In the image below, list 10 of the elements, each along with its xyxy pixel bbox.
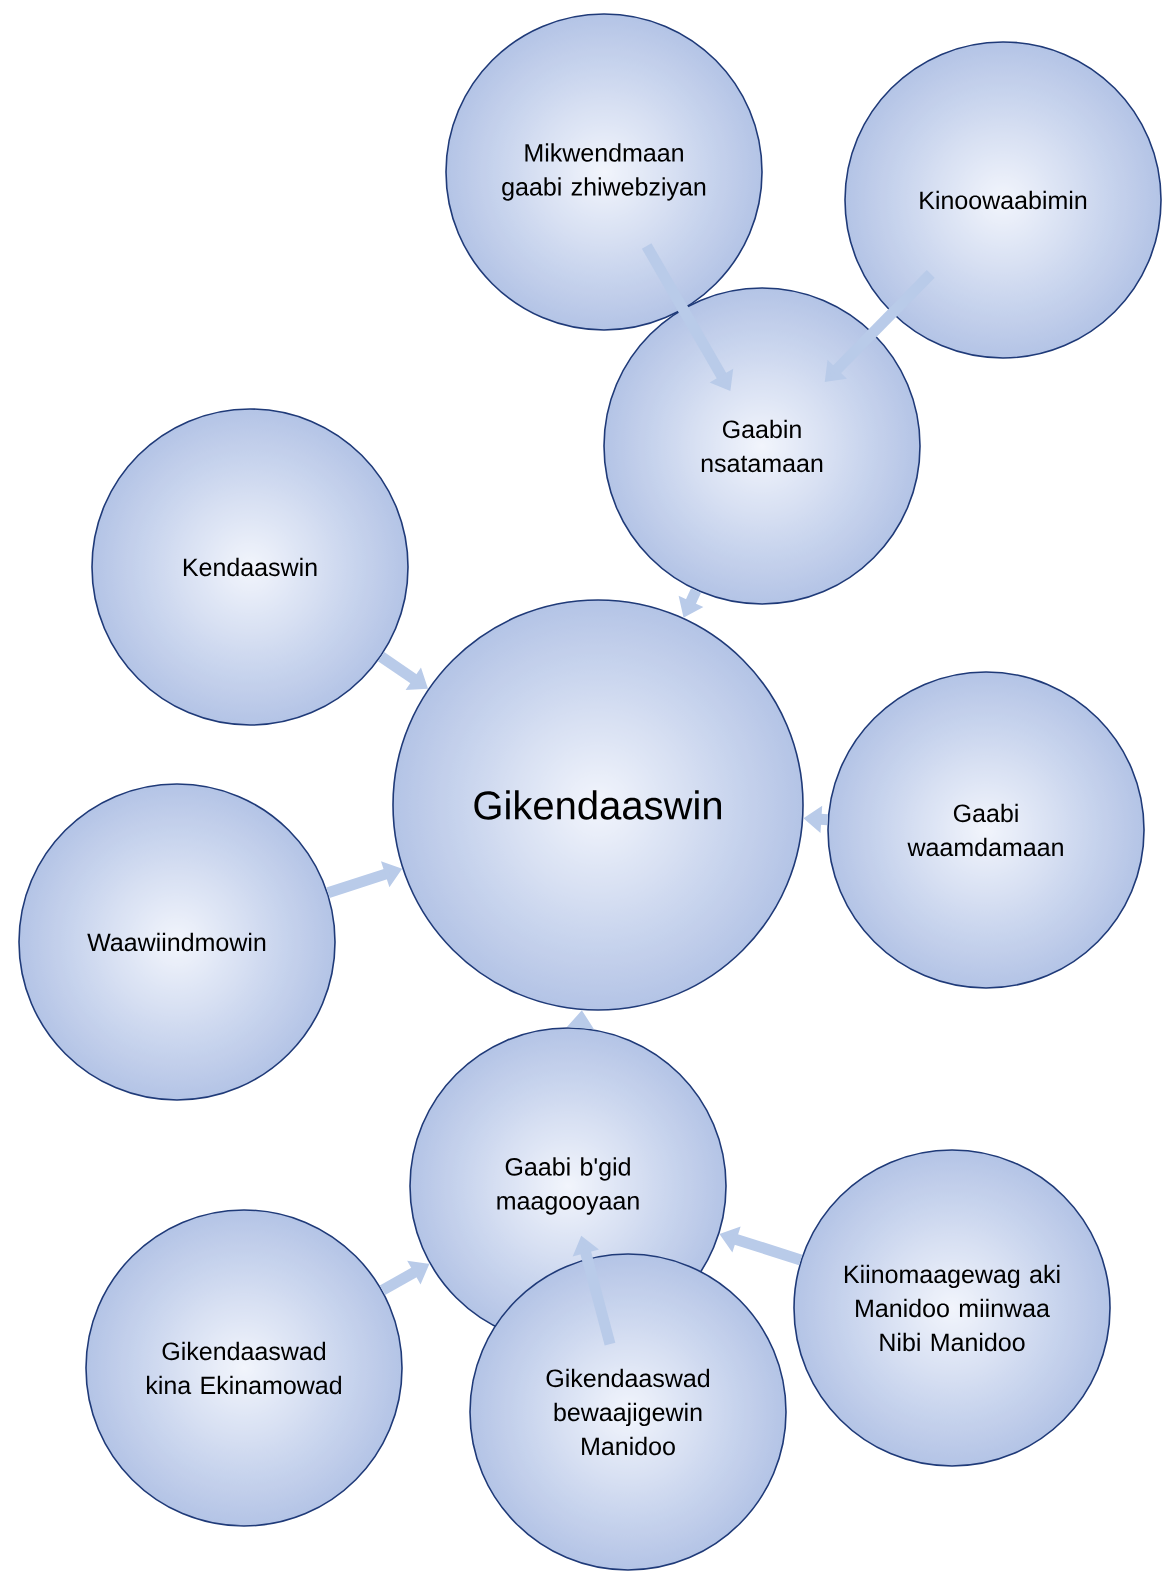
circle-node: Mikwendmaan gaabi zhiwebziyan	[445, 13, 763, 331]
circle-node: Gikendaaswad bewaajigewin Manidoo	[469, 1253, 787, 1571]
circle-node: Gikendaaswad kina Ekinamowad	[85, 1209, 403, 1527]
circle-node: Waawiindmowin	[18, 783, 336, 1101]
circle-node: Kiinomaagewag aki Manidoo miinwaa Nibi Manidoo	[793, 1149, 1111, 1467]
circle-node: Kinoowaabimin	[844, 41, 1162, 359]
circle-node: Kendaaswin	[91, 408, 409, 726]
circle-node: Gaabi waamdamaan	[827, 671, 1145, 989]
circle-node: Gikendaaswin	[392, 599, 804, 1011]
circle-node: Gaabin nsatamaan	[603, 287, 921, 605]
